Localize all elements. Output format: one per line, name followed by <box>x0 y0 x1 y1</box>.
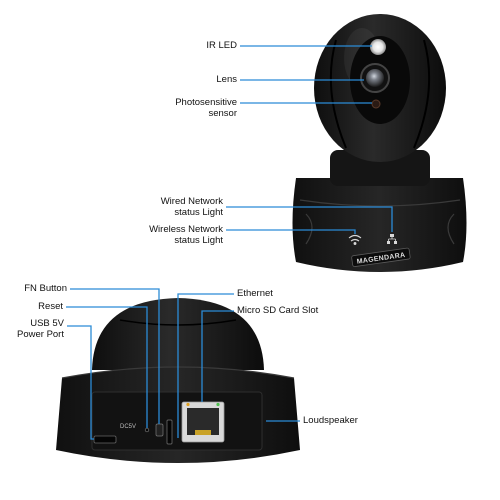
label-ethernet: Ethernet <box>237 288 273 299</box>
leader-ethernet <box>177 293 234 438</box>
label-wired-line2: status Light <box>174 207 223 218</box>
leader-micro-sd <box>201 310 234 402</box>
lens-icon <box>366 69 384 87</box>
label-wireless-line1: Wireless Network <box>149 224 223 235</box>
ir-led-icon <box>370 39 386 55</box>
wifi-icon <box>348 234 362 245</box>
label-photosensitive-line2: sensor <box>208 108 237 119</box>
label-usb-line1: USB 5V <box>30 318 64 329</box>
leader-reset <box>66 306 148 428</box>
label-ir-led: IR LED <box>206 40 237 51</box>
base-side-groove-left <box>305 213 313 245</box>
label-wireless-line2: status Light <box>174 235 223 246</box>
head-seam-left <box>329 39 347 149</box>
port-panel <box>91 391 263 451</box>
reset-pinhole <box>144 427 150 433</box>
label-lens: Lens <box>216 74 237 85</box>
label-wired-line1: Wired Network <box>160 196 223 207</box>
usb-port-label: DC5V <box>120 424 136 430</box>
label-loudspeaker: Loudspeaker <box>303 415 358 426</box>
leader-wired <box>226 206 393 232</box>
leader-lines <box>66 45 393 440</box>
network-icon <box>387 234 397 244</box>
leader-fn-button <box>70 288 160 424</box>
label-micro-sd: Micro SD Card Slot <box>237 305 319 316</box>
base-side-groove-right <box>447 213 455 245</box>
camera-neck <box>330 150 430 186</box>
label-fn-button: FN Button <box>24 283 67 294</box>
label-usb-line2: Power Port <box>17 329 64 340</box>
fn-button <box>155 423 164 437</box>
camera-front-view: MAGENDARA <box>292 14 467 272</box>
head-seam-right <box>413 39 431 149</box>
camera-base <box>292 178 467 272</box>
ethernet-led-left <box>186 402 190 407</box>
ethernet-port-contacts <box>195 430 211 435</box>
leader-usb <box>67 325 94 440</box>
micro-sd-slot <box>166 419 173 445</box>
usb-port <box>93 435 117 444</box>
label-reset: Reset <box>38 301 63 312</box>
leader-wireless <box>226 229 356 234</box>
base-groove <box>299 199 461 207</box>
photosensitive-sensor-icon <box>371 99 381 109</box>
ethernet-led-right <box>216 402 220 407</box>
label-photosensitive-line1: Photosensitive <box>175 97 237 108</box>
